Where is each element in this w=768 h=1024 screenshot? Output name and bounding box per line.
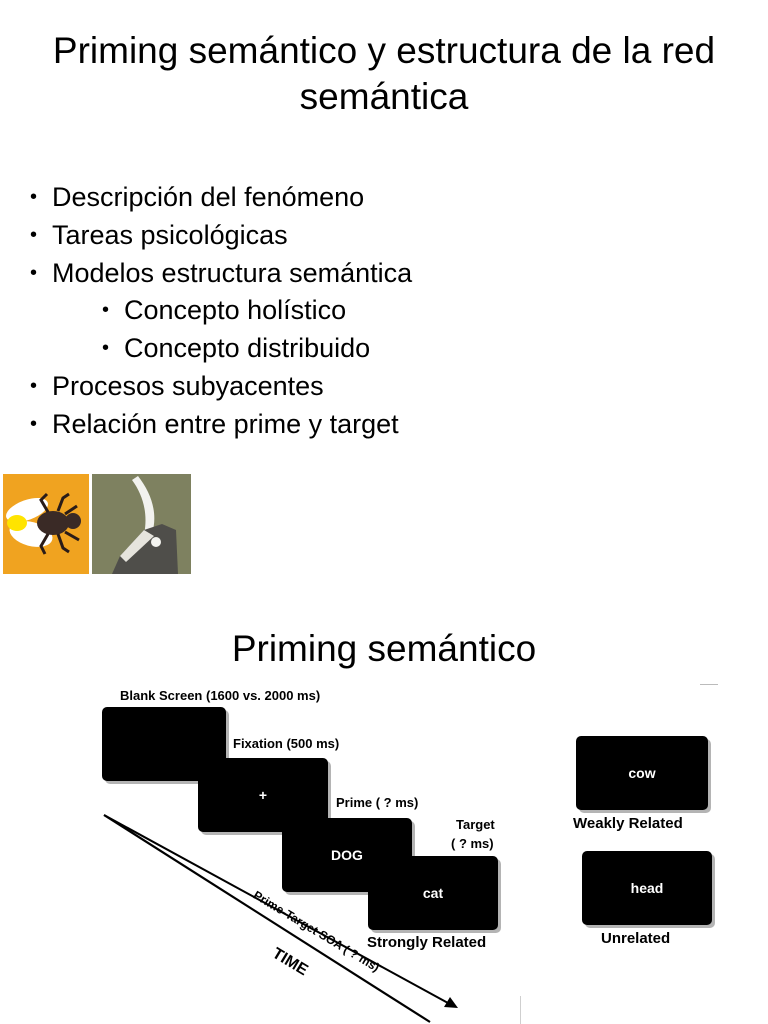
prime-word: DOG xyxy=(331,847,363,863)
bullet-marker: • xyxy=(30,261,38,284)
time-label: TIME xyxy=(269,945,311,980)
bullet-item: • Procesos subyacentes xyxy=(30,369,412,407)
unrelated-screen: head xyxy=(582,851,712,925)
bullet-item: • Descripción del fenómeno xyxy=(30,180,412,218)
blank-screen-label: Blank Screen (1600 vs. 2000 ms) xyxy=(120,688,321,703)
bullet-marker: • xyxy=(102,299,110,322)
strongly-related-label: Strongly Related xyxy=(367,934,487,951)
bullet-text: Descripción del fenómeno xyxy=(52,182,365,212)
weak-word: cow xyxy=(628,765,656,781)
horn-image xyxy=(92,474,191,574)
target-label: Target xyxy=(456,817,495,832)
target-duration-label: ( ? ms) xyxy=(451,836,494,851)
fixation-label: Fixation (500 ms) xyxy=(233,736,340,751)
bullet-text: Relación entre prime y target xyxy=(52,408,399,439)
bullet-item: • Modelos estructura semántica xyxy=(30,256,412,294)
bullet-text: Concepto holístico xyxy=(124,295,347,326)
target-screen: cat xyxy=(368,856,498,930)
fixation-cross: + xyxy=(258,787,268,803)
unrelated-label: Unrelated xyxy=(601,930,671,947)
bullet-text: Tareas psicológicas xyxy=(52,219,288,250)
bullet-marker: • xyxy=(30,186,38,208)
target-word: cat xyxy=(422,885,444,901)
sub-bullet-item: • Concepto holístico xyxy=(30,293,412,331)
bullet-marker: • xyxy=(102,337,110,360)
bullet-item: • Relación entre prime y target xyxy=(30,407,412,445)
horn-icon xyxy=(112,476,178,574)
divider xyxy=(700,684,718,685)
diagram-title: Priming semántico xyxy=(231,628,537,669)
bullet-text: Modelos estructura semántica xyxy=(52,257,413,288)
fly-image xyxy=(3,474,89,574)
divider xyxy=(520,996,521,1024)
unrelated-word: head xyxy=(630,880,664,896)
prime-label: Prime ( ? ms) xyxy=(336,795,419,810)
weak-screen: cow xyxy=(576,736,708,810)
bullet-text: Concepto distribuido xyxy=(124,333,371,364)
fly-icon xyxy=(6,492,81,555)
bullet-list: • Descripción del fenómeno • Tareas psicol… xyxy=(30,180,412,445)
bullet-marker: • xyxy=(30,223,38,246)
slide-title: Priming semántico y estructura de la red… xyxy=(52,30,716,117)
bullet-text: Procesos subyacentes xyxy=(52,370,324,401)
bullet-marker: • xyxy=(30,374,38,397)
bullet-item: • Tareas psicológicas xyxy=(30,218,412,256)
bullet-marker: • xyxy=(30,412,38,435)
sub-bullet-item: • Concepto distribuido xyxy=(30,331,412,369)
weakly-related-label: Weakly Related xyxy=(573,815,683,832)
